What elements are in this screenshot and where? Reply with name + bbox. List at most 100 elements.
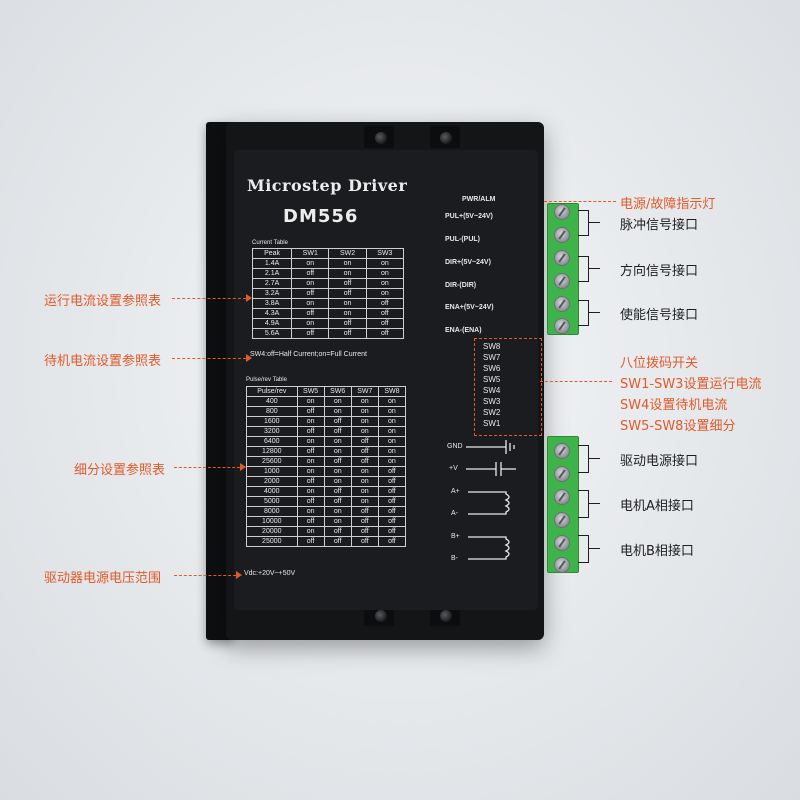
- device-model: DM556: [283, 206, 359, 227]
- table-cell: on: [377, 456, 407, 467]
- dip-switch-sw5[interactable]: SW5: [483, 375, 501, 384]
- signal-connector-block[interactable]: [547, 203, 579, 335]
- terminal-screw-icon[interactable]: [554, 227, 570, 243]
- table-cell: 6400: [246, 436, 298, 447]
- table-cell: off: [328, 288, 367, 299]
- terminal-screw-icon[interactable]: [554, 535, 570, 551]
- terminal-label-b-plus: B+: [451, 533, 460, 540]
- vdc-range: Vdc:+20V~+50V: [244, 570, 296, 577]
- table-cell: off: [365, 328, 405, 339]
- table-cell: off: [296, 476, 325, 487]
- current-table-caption: Current Table: [252, 240, 288, 246]
- table-header-cell: SW1: [291, 248, 330, 259]
- table-cell: off: [323, 426, 352, 437]
- table-cell: 1000: [246, 466, 298, 477]
- table-cell: 3.8A: [251, 298, 293, 309]
- annotation-dip-sw5-sw8: SW5-SW8设置细分: [620, 419, 736, 434]
- dip-switch-sw3[interactable]: SW3: [483, 397, 501, 406]
- terminal-screw-icon[interactable]: [554, 466, 570, 482]
- bracket-line: [588, 458, 600, 459]
- terminal-screw-icon[interactable]: [554, 512, 570, 528]
- terminal-screw-icon[interactable]: [554, 557, 570, 573]
- table-cell: on: [296, 506, 325, 517]
- annotation-phase-a: 电机A相接口: [620, 499, 694, 514]
- terminal-screw-icon[interactable]: [554, 204, 570, 220]
- dip-switch-sw1[interactable]: SW1: [483, 419, 501, 428]
- table-header-cell: SW7: [350, 386, 379, 397]
- table-cell: 12800: [246, 446, 298, 457]
- table-cell: on: [328, 258, 367, 269]
- bracket-line: [588, 548, 600, 549]
- table-cell: 10000: [246, 516, 298, 527]
- annotation-dip-sw1-sw3: SW1-SW3设置运行电流: [620, 377, 762, 392]
- terminal-label-pul-plus: PUL+(5V~24V): [445, 213, 493, 220]
- table-cell: 3.2A: [251, 288, 293, 299]
- table-cell: 2.7A: [251, 278, 293, 289]
- table-cell: off: [377, 466, 407, 477]
- terminal-screw-icon[interactable]: [554, 273, 570, 289]
- terminal-screw-icon[interactable]: [554, 318, 570, 334]
- table-cell: on: [365, 278, 405, 289]
- table-header-cell: SW2: [328, 248, 367, 259]
- table-cell: on: [291, 318, 330, 329]
- terminal-label-dir-plus: DIR+(5V~24V): [445, 259, 491, 266]
- terminal-screw-icon[interactable]: [554, 443, 570, 459]
- annotation-supply-voltage-range: 驱动器电源电压范围: [44, 571, 162, 586]
- table-cell: off: [296, 516, 325, 527]
- terminal-label-pwr-alm: PWR/ALM: [462, 196, 496, 203]
- annotation-leader-line: [174, 575, 236, 576]
- table-cell: on: [350, 396, 379, 407]
- half-current-note: SW4:off=Half Current;on=Full Current: [250, 351, 367, 358]
- table-cell: off: [365, 318, 405, 329]
- table-cell: 800: [246, 406, 298, 417]
- table-cell: off: [296, 446, 325, 457]
- device-title: Microstep Driver: [247, 176, 408, 195]
- table-cell: on: [377, 436, 407, 447]
- annotation-dip-title: 八位拨码开关: [620, 356, 699, 371]
- table-cell: 1.4A: [251, 258, 293, 269]
- table-header-cell: SW3: [365, 248, 405, 259]
- table-cell: on: [365, 268, 405, 279]
- table-cell: on: [365, 288, 405, 299]
- table-cell: off: [296, 426, 325, 437]
- table-header-cell: SW8: [377, 386, 407, 397]
- table-cell: 4000: [246, 486, 298, 497]
- table-cell: on: [323, 506, 352, 517]
- table-cell: on: [296, 456, 325, 467]
- bracket: [578, 210, 589, 236]
- bracket-line: [588, 268, 600, 269]
- dip-switch-sw6[interactable]: SW6: [483, 364, 501, 373]
- table-cell: on: [323, 446, 352, 457]
- dip-switch-sw2[interactable]: SW2: [483, 408, 501, 417]
- table-header-cell: Pulse/rev: [246, 386, 298, 397]
- table-cell: off: [323, 416, 352, 427]
- table-cell: off: [377, 536, 407, 547]
- bracket: [578, 256, 589, 282]
- annotation-leader-line: [174, 467, 240, 468]
- table-header-cell: SW5: [296, 386, 325, 397]
- table-cell: on: [323, 436, 352, 447]
- terminal-screw-icon[interactable]: [554, 296, 570, 312]
- terminal-screw-icon[interactable]: [554, 250, 570, 266]
- table-cell: on: [328, 268, 367, 279]
- dip-switch-sw4[interactable]: SW4: [483, 386, 501, 395]
- table-cell: on: [350, 466, 379, 477]
- table-cell: on: [350, 496, 379, 507]
- table-cell: on: [291, 258, 330, 269]
- table-cell: off: [328, 328, 367, 339]
- terminal-screw-icon[interactable]: [554, 489, 570, 505]
- table-cell: off: [323, 496, 352, 507]
- table-cell: off: [365, 308, 405, 319]
- screw-icon: [440, 132, 452, 144]
- dip-switch-sw7[interactable]: SW7: [483, 353, 501, 362]
- dip-switch-frame: [474, 338, 542, 436]
- table-cell: off: [350, 516, 379, 527]
- table-cell: on: [296, 466, 325, 477]
- wiring-symbols: [466, 440, 516, 560]
- dip-switch-sw8[interactable]: SW8: [483, 342, 501, 351]
